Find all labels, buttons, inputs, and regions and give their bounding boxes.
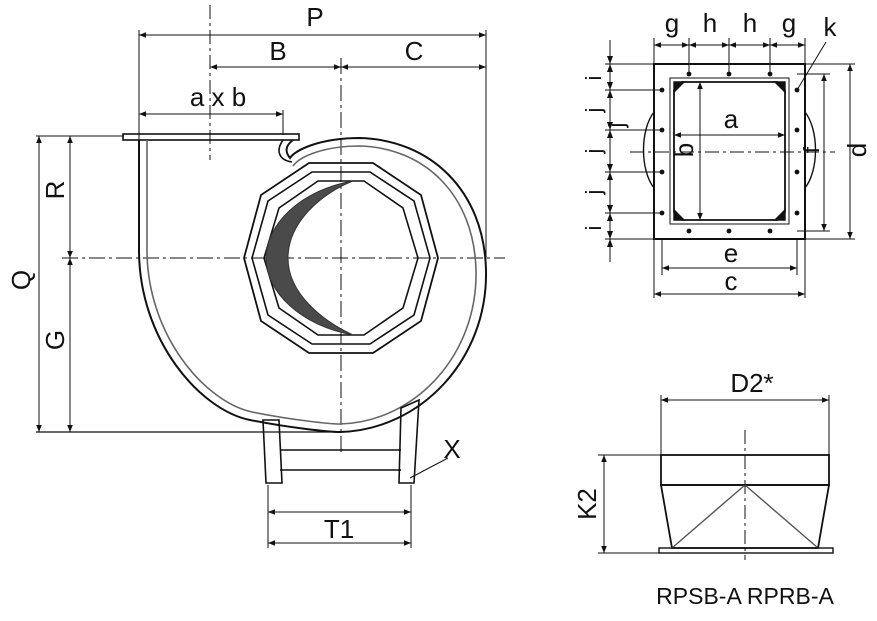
scroll-casing-outer <box>138 136 488 434</box>
label-d: d <box>842 143 872 157</box>
label-k: k <box>824 12 838 42</box>
label-j-4: j <box>604 123 629 129</box>
right-leg <box>398 398 420 484</box>
label-i-top: i <box>581 76 606 81</box>
label-i-bottom: i <box>581 226 606 231</box>
label-T1: T1 <box>324 514 354 544</box>
scroll-tongue <box>278 139 293 163</box>
label-j-2: j <box>581 149 606 155</box>
label-g-left: g <box>665 8 679 38</box>
inlet-strut-right <box>744 484 819 549</box>
label-h-right: h <box>743 8 757 38</box>
flange-inner-line <box>669 77 790 225</box>
label-R: R <box>40 181 70 200</box>
flange-corner-tl <box>673 81 686 94</box>
outlet-flange-plate <box>122 133 300 141</box>
inlet-view-labels: D2* K2 RPSB-A RPRB-A <box>572 368 834 609</box>
label-B: B <box>269 36 286 66</box>
inlet-strut-left <box>671 484 746 549</box>
leader-k <box>796 41 827 91</box>
label-G: G <box>40 330 70 350</box>
label-X: X <box>443 434 460 464</box>
flange-corner-tr <box>773 81 786 94</box>
model-caption: RPSB-A RPRB-A <box>656 583 834 609</box>
flange-side-bulge-left <box>642 111 655 189</box>
label-C: C <box>405 36 424 66</box>
side-view-labels: P B C a x b R Q G X T1 <box>6 2 461 544</box>
leader-X <box>409 457 449 479</box>
label-h-left: h <box>703 8 717 38</box>
label-Q: Q <box>6 270 36 290</box>
label-j-3: j <box>581 190 606 196</box>
inlet-base-plate <box>658 547 834 554</box>
flange-view-labels: g h h g k i j j j i j a b f d e c <box>581 8 872 296</box>
inlet-ring-middle <box>251 171 431 345</box>
inlet-ring-outer <box>243 162 439 354</box>
label-axb: a x b <box>190 82 246 112</box>
inlet-view <box>598 395 834 560</box>
label-f: f <box>799 146 824 153</box>
label-K2: K2 <box>572 488 602 520</box>
label-e: e <box>724 238 738 268</box>
label-j-1: j <box>581 108 606 114</box>
impeller-blade <box>265 180 354 336</box>
flange-side-bulge-right <box>804 111 817 189</box>
side-view <box>36 5 505 548</box>
dim-ticks-left <box>607 56 613 247</box>
flange-view <box>605 38 855 298</box>
label-P: P <box>306 2 323 32</box>
label-a: a <box>724 104 739 134</box>
left-leg <box>262 419 283 484</box>
scroll-casing-inner <box>146 140 477 425</box>
label-g-right: g <box>782 8 796 38</box>
flange-corner-bl <box>673 208 686 221</box>
flange-corner-br <box>773 208 786 221</box>
label-D2: D2* <box>730 368 773 398</box>
label-b: b <box>669 143 699 157</box>
label-c: c <box>725 266 738 296</box>
